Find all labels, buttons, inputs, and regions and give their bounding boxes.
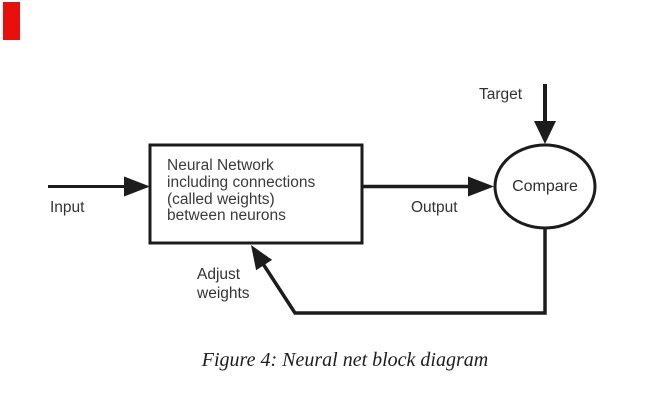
adjust-weights-label: Adjust weights: [197, 266, 250, 303]
figure-caption: Figure 4: Neural net block diagram: [201, 349, 489, 371]
red-artifact-mark: [3, 2, 20, 40]
compare-node: Compare: [495, 145, 595, 228]
adjust-weights-line1: Adjust: [197, 266, 241, 283]
nn-box-line: (called weights): [167, 190, 275, 208]
target-arrowhead-icon: [534, 121, 556, 144]
adjust-weights-line2: weights: [197, 284, 250, 302]
feedback-path: [254, 228, 547, 315]
neural-network-box-text: Neural Network including connections (ca…: [167, 157, 357, 225]
output-label: Output: [411, 199, 458, 216]
nn-box-line: including connections: [167, 173, 316, 191]
target-label: Target: [479, 86, 523, 103]
nn-box-line: Neural Network: [167, 157, 274, 174]
nn-box-line: between neurons: [167, 207, 286, 225]
compare-label: Compare: [512, 178, 578, 195]
input-arrowhead-icon: [124, 176, 150, 197]
feedback-arrowhead-icon: [251, 245, 273, 271]
neural-network-box: [148, 143, 364, 245]
input-label: Input: [50, 199, 85, 216]
output-arrowhead-icon: [468, 176, 494, 197]
